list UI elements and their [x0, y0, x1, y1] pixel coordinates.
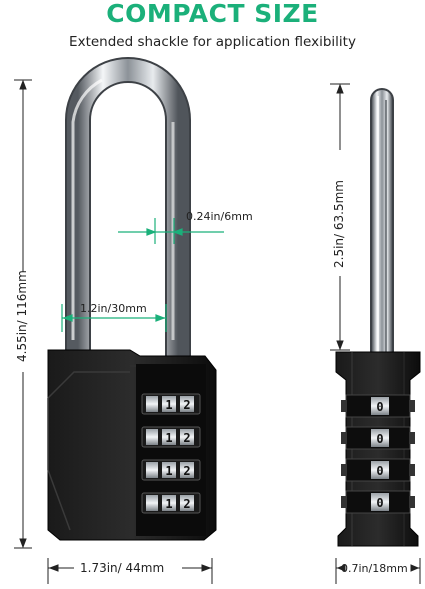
front-dial-3-left: 1: [165, 464, 172, 478]
total-height-label: 4.55in/ 116mm: [15, 270, 29, 362]
shackle-height-label: 2.5in/ 63.5mm: [332, 180, 346, 268]
body-width-label: 1.73in/ 44mm: [80, 561, 165, 575]
front-shackle: [65, 57, 191, 360]
side-depth-dimension: [335, 558, 421, 584]
shackle-width-label: 1.2in/30mm: [80, 302, 147, 315]
front-dial-4[interactable]: 1 2: [141, 492, 201, 514]
side-dial-4-digit: 0: [376, 496, 383, 510]
front-dial-2-right: 2: [183, 431, 190, 445]
front-dial-4-left: 1: [165, 497, 172, 511]
side-dial-1[interactable]: 0: [341, 394, 415, 418]
body-depth-label: 0.7in/18mm: [341, 562, 408, 575]
side-shackle: [370, 88, 394, 360]
side-dial-3-digit: 0: [376, 464, 383, 478]
page-title: COMPACT SIZE: [106, 0, 319, 28]
side-shackle-height-dimension: [330, 83, 350, 351]
front-dial-3[interactable]: 1 2: [141, 459, 201, 481]
body-width-dimension: [47, 558, 213, 584]
shackle-diameter-dimension: [118, 218, 224, 244]
front-dial-1-left: 1: [165, 398, 172, 412]
front-dial-2[interactable]: 1 2: [141, 426, 201, 448]
side-dial-2[interactable]: 0: [341, 426, 415, 450]
shackle-width-dimension: [61, 304, 167, 332]
front-dial-1-right: 2: [183, 398, 190, 412]
front-dial-2-left: 1: [165, 431, 172, 445]
front-dial-3-right: 2: [183, 464, 190, 478]
side-dial-2-digit: 0: [376, 432, 383, 446]
total-height-dimension: [14, 79, 32, 549]
front-dial-1[interactable]: 1 2: [141, 393, 201, 415]
shackle-diameter-label: 0.24in/6mm: [186, 210, 253, 223]
front-dial-4-right: 2: [183, 497, 190, 511]
side-dial-1-digit: 0: [376, 400, 383, 414]
side-dial-4[interactable]: 0: [341, 490, 415, 514]
page-subtitle: Extended shackle for application flexibi…: [69, 34, 356, 50]
side-dial-3[interactable]: 0: [341, 458, 415, 482]
